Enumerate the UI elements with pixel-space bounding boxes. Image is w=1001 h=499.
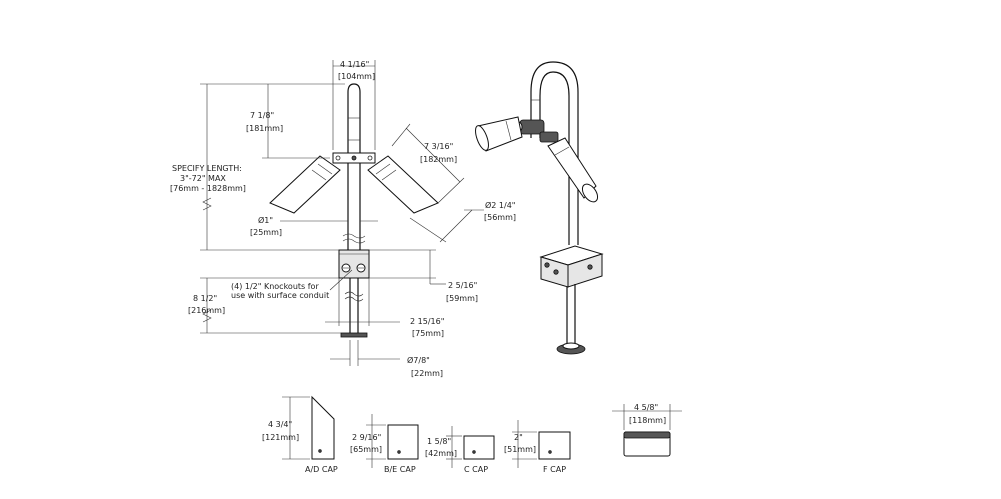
dim-fixture-dia-mm: [56mm] (484, 213, 516, 222)
dim-arm-height: 7 1/8" (250, 111, 274, 120)
dim-stake-height: 8 1/2" (193, 294, 217, 303)
cap-c-label: C CAP (464, 465, 488, 474)
dim-pipe-dia-mm: [25mm] (250, 228, 282, 237)
front-view: 4 1/16" [104mm] 7 1/8" [181mm] SPECIFY L… (170, 60, 516, 378)
dim-box-width-mm: [75mm] (412, 329, 444, 338)
cap-be-label: B/E CAP (384, 465, 416, 474)
dim-stake-dia: Ø7/8" (407, 355, 430, 365)
cap-f-dim-mm: [51mm] (504, 445, 536, 454)
dim-fixture-dia: Ø2 1/4" (485, 200, 515, 210)
isometric-view (475, 61, 604, 355)
cap-top-view: 4 5/8" [118mm] (612, 403, 682, 457)
dim-top-width: 4 1/16" (340, 60, 369, 69)
dim-box-width: 2 15/16" (410, 317, 444, 326)
dim-pipe-dia: Ø1" (258, 215, 273, 225)
cap-f: 2" [51mm] F CAP (504, 420, 571, 474)
cap-f-label: F CAP (543, 465, 566, 474)
caps-section: 4 3/4" [121mm] A/D CAP 2 9/16" [65mm] B/… (262, 395, 682, 474)
dim-fixture-length: 7 3/16" (424, 142, 453, 151)
cap-ad-dim: 4 3/4" (268, 420, 292, 429)
cap-width-dim: 4 5/8" (634, 403, 658, 412)
cap-be-dim-mm: [65mm] (350, 445, 382, 454)
specify-length-line2: 3"-72" MAX (180, 174, 226, 183)
dim-box-height: 2 5/16" (448, 281, 477, 290)
dim-stake-height-mm: [216mm] (188, 306, 225, 315)
cap-be: 2 9/16" [65mm] B/E CAP (350, 414, 419, 474)
knockout-note-line2: use with surface conduit (231, 291, 329, 300)
cap-ad-dim-mm: [121mm] (262, 433, 299, 442)
knockout-note-line1: (4) 1/2" Knockouts for (231, 282, 319, 291)
dim-box-height-mm: [59mm] (446, 294, 478, 303)
cap-f-dim: 2" (514, 433, 523, 442)
cap-ad-label: A/D CAP (305, 465, 338, 474)
cap-c-dim: 1 5/8" (427, 437, 451, 446)
cap-width-dim-mm: [118mm] (629, 416, 666, 425)
cap-c-dim-mm: [42mm] (425, 449, 457, 458)
dim-fixture-length-mm: [182mm] (420, 155, 457, 164)
specify-length-line1: SPECIFY LENGTH: (172, 164, 242, 173)
dim-top-width-mm: [104mm] (338, 72, 375, 81)
cap-ad: 4 3/4" [121mm] A/D CAP (262, 395, 338, 474)
specify-length-line3: [76mm - 1828mm] (170, 184, 246, 193)
cap-be-dim: 2 9/16" (352, 433, 381, 442)
dim-stake-dia-mm: [22mm] (411, 369, 443, 378)
dim-arm-height-mm: [181mm] (246, 124, 283, 133)
cap-c: 1 5/8" [42mm] C CAP (425, 426, 495, 474)
